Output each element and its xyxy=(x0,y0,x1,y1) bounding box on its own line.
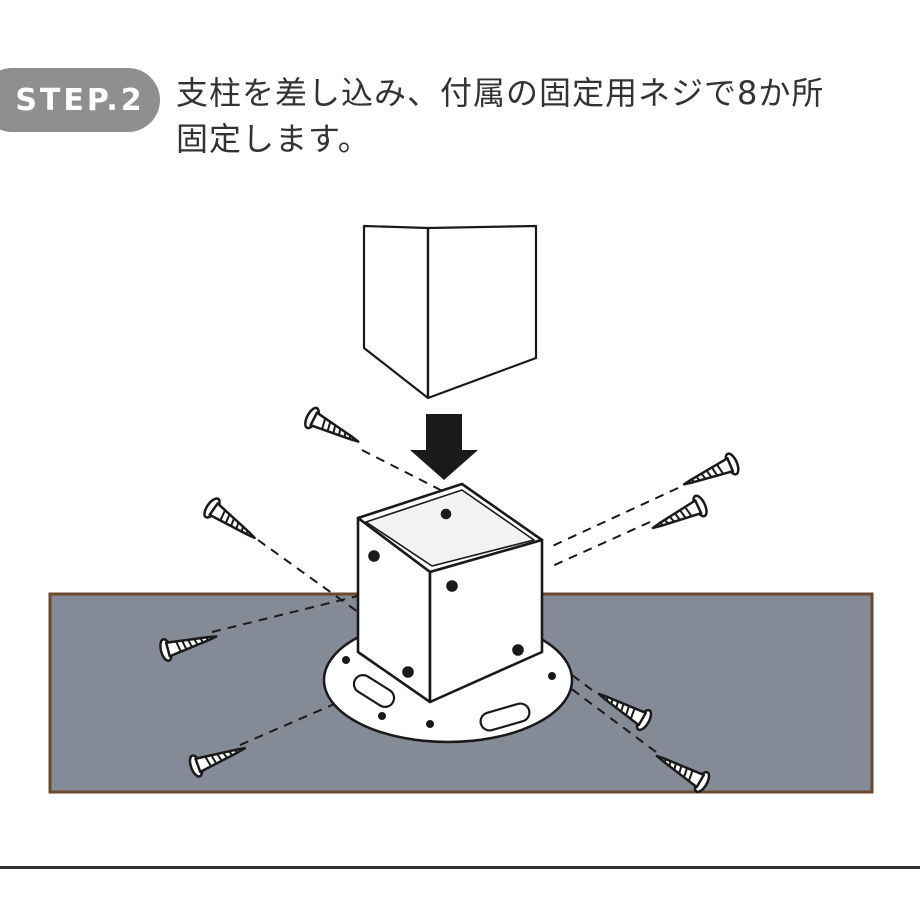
instruction-line-1: 支柱を差し込み、付属の固定用ネジで8か所 xyxy=(176,74,825,112)
screw-icon xyxy=(678,450,743,496)
screw-icon xyxy=(301,404,365,453)
instruction-text: 支柱を差し込み、付属の固定用ネジで8か所 固定します。 xyxy=(176,70,896,162)
step-label: STEP.2 xyxy=(15,82,145,118)
instruction-line-2: 固定します。 xyxy=(176,120,371,158)
wood-post xyxy=(362,224,538,400)
insert-arrow-icon xyxy=(410,414,478,480)
screw-icon xyxy=(200,494,263,549)
screw-icon xyxy=(646,492,711,540)
bottom-divider xyxy=(0,866,920,869)
post-base-bracket xyxy=(356,482,544,704)
step-badge: STEP.2 xyxy=(0,68,160,132)
